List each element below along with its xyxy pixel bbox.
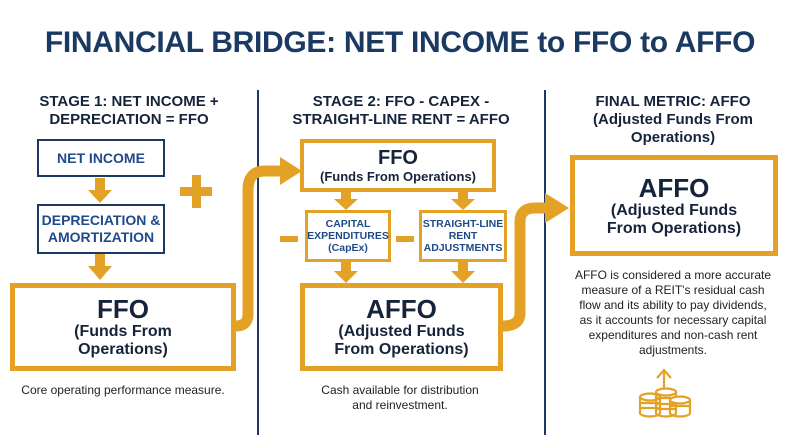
stage2-affo-box: AFFO (Adjusted Funds From Operations): [300, 283, 503, 371]
page-title: FINANCIAL BRIDGE: NET INCOME to FFO to A…: [44, 26, 756, 59]
down-arrow-icon: [451, 192, 475, 210]
down-arrow-icon: [88, 254, 112, 280]
coin-stack-icon: [638, 368, 692, 418]
final-heading: FINAL METRIC: AFFO (Adjusted Funds From …: [593, 93, 753, 146]
minus-icon: [396, 236, 414, 242]
ffo-title: FFO: [378, 147, 418, 169]
stage1-caption: Core operating performance measure.: [21, 383, 225, 397]
down-arrow-icon: [88, 178, 112, 203]
stage1-heading: STAGE 1: NET INCOME + DEPRECIATION = FFO: [39, 93, 219, 128]
net-income-box: NET INCOME: [37, 139, 165, 177]
capex-box: CAPITAL EXPENDITURES (CapEx): [305, 210, 391, 262]
final-affo-box: AFFO (Adjusted Funds From Operations): [570, 155, 778, 256]
minus-icon: [280, 236, 298, 242]
straight-line-rent-box: STRAIGHT-LINE RENT ADJUSTMENTS: [419, 210, 507, 262]
divider-left: [257, 90, 259, 435]
down-arrow-icon: [451, 262, 475, 283]
down-arrow-icon: [334, 262, 358, 283]
affo-title: AFFO: [366, 294, 437, 324]
flow-arrow-head: [280, 157, 302, 185]
stage2-heading: STAGE 2: FFO - CAPEX - STRAIGHT-LINE REN…: [292, 93, 510, 128]
divider-right: [544, 90, 546, 435]
depreciation-box: DEPRECIATION & AMORTIZATION: [37, 204, 165, 254]
affo-title: AFFO: [638, 172, 710, 203]
stage2-ffo-box: FFO (Funds From Operations): [300, 139, 496, 192]
stage2-caption: Cash available for distribution and rein…: [321, 383, 479, 412]
stage1-ffo-box: FFO (Funds From Operations): [10, 283, 236, 371]
plus-icon: [180, 175, 212, 208]
flow-arrow-icon: [497, 202, 553, 332]
flow-arrow-head: [545, 193, 569, 223]
down-arrow-icon: [334, 192, 358, 210]
flow-arrow-icon: [230, 165, 287, 332]
final-description: AFFO is considered a more accurate measu…: [574, 268, 772, 357]
ffo-title: FFO: [97, 294, 149, 324]
